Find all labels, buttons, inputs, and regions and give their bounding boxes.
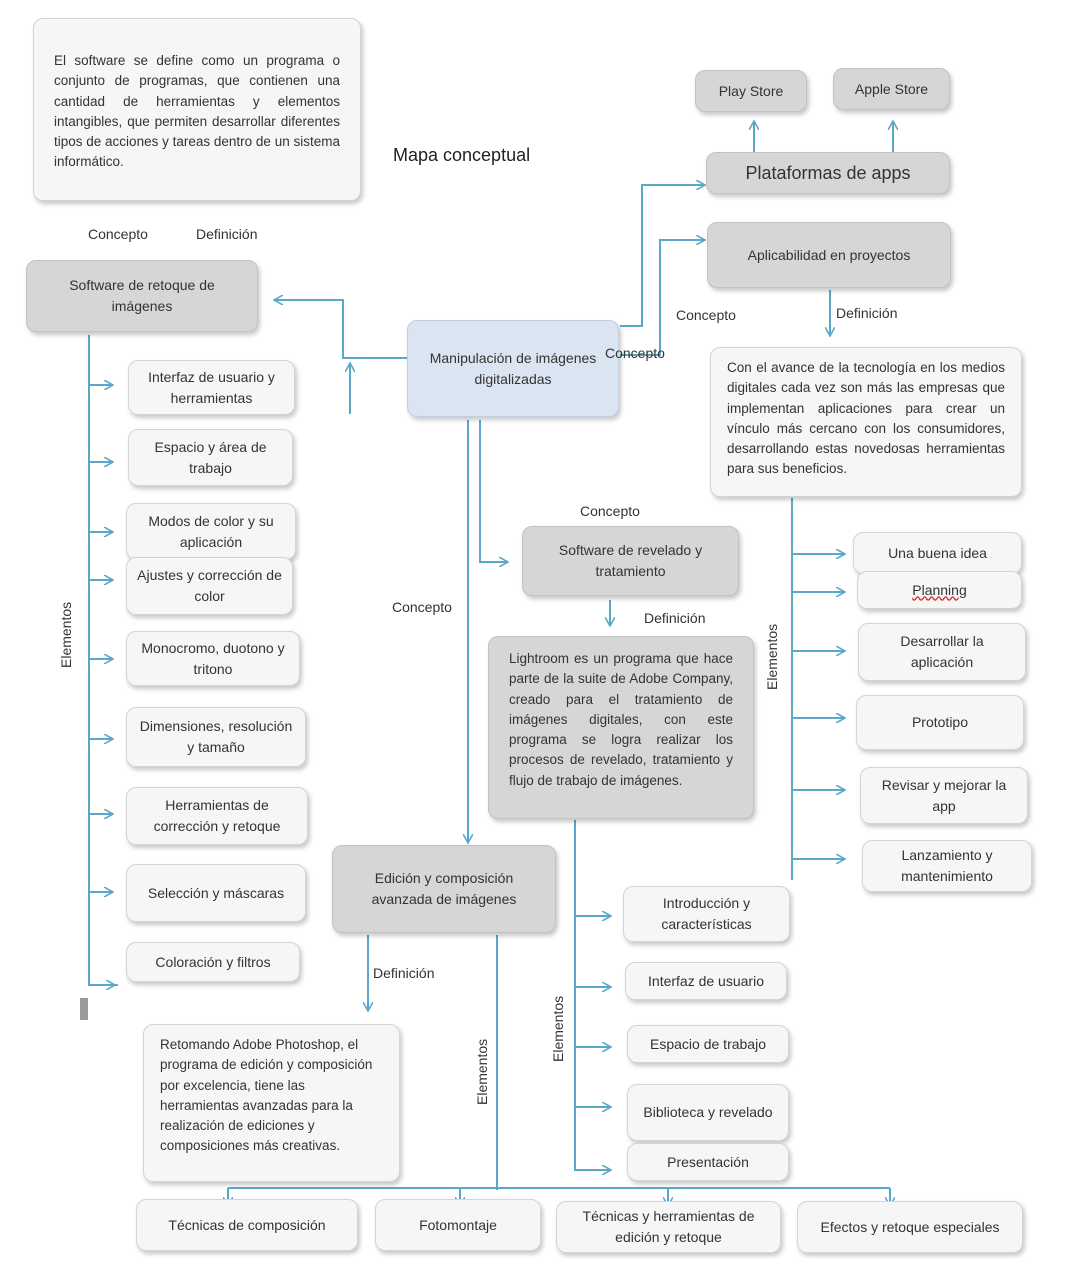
label-concepto-top: Concepto bbox=[88, 226, 148, 242]
label-definicion-develop: Definición bbox=[644, 610, 706, 626]
retouch-element-label: Ajustes y corrección de color bbox=[137, 567, 282, 604]
applicability-definition-text: Con el avance de la tecnología en los me… bbox=[727, 360, 1005, 477]
develop-software-box: Software de revelado y tratamiento bbox=[522, 526, 739, 596]
store-box-play: Play Store bbox=[695, 70, 807, 112]
retouch-element-9: Coloración y filtros bbox=[126, 942, 300, 982]
retouch-element-6: Dimensiones, resolución y tamaño bbox=[126, 707, 306, 767]
advanced-editing-label: Edición y composición avanzada de imágen… bbox=[371, 870, 517, 907]
app-element-5: Revisar y mejorar la app bbox=[860, 767, 1028, 824]
retouch-element-4: Ajustes y corrección de color bbox=[126, 557, 293, 615]
retouch-element-3: Modos de color y su aplicación bbox=[126, 503, 296, 560]
label-elementos-right: Elementos bbox=[764, 623, 780, 690]
label-concepto-center: Concepto bbox=[605, 345, 665, 361]
retouch-element-label: Interfaz de usuario y herramientas bbox=[148, 368, 275, 406]
label-concepto-applicability: Concepto bbox=[676, 307, 736, 323]
label-definicion-top: Definición bbox=[196, 226, 258, 242]
editing-definition-text: Retomando Adobe Photoshop, el programa d… bbox=[160, 1037, 373, 1154]
retouch-element-7: Herramientas de corrección y retoque bbox=[126, 787, 308, 845]
app-element-6: Lanzamiento y mantenimiento bbox=[862, 840, 1032, 892]
develop-element-3: Espacio de trabajo bbox=[627, 1025, 789, 1063]
retouch-software-box: Software de retoque de imágenes bbox=[26, 260, 258, 332]
editing-element-3: Técnicas y herramientas de edición y ret… bbox=[556, 1201, 781, 1253]
retouch-element-label: Coloración y filtros bbox=[155, 953, 271, 970]
software-definition-box: El software se define como un programa o… bbox=[33, 18, 361, 201]
app-element-1: Una buena idea bbox=[853, 532, 1022, 574]
store-label: Play Store bbox=[718, 82, 784, 99]
editing-element-label: Fotomontaje bbox=[419, 1216, 497, 1233]
develop-element-label: Espacio de trabajo bbox=[650, 1035, 766, 1052]
store-box-apple: Apple Store bbox=[833, 68, 950, 110]
page-title: Mapa conceptual bbox=[393, 145, 531, 165]
develop-element-label: Introducción y características bbox=[661, 895, 752, 932]
app-element-label: Planning bbox=[912, 581, 967, 598]
platforms-box: Plataformas de apps bbox=[706, 152, 950, 194]
label-concepto-develop: Concepto bbox=[580, 503, 640, 519]
label-concepto-editing: Concepto bbox=[392, 599, 452, 615]
editing-element-1: Técnicas de composición bbox=[136, 1199, 358, 1251]
platforms-label: Plataformas de apps bbox=[745, 162, 911, 183]
retouch-element-label: Modos de color y su aplicación bbox=[148, 512, 274, 550]
editing-element-4: Efectos y retoque especiales bbox=[797, 1201, 1023, 1253]
label-elementos-develop: Elementos bbox=[550, 995, 566, 1062]
retouch-element-label: Selección y máscaras bbox=[147, 884, 285, 901]
software-definition-text: El software se define como un programa o… bbox=[54, 53, 340, 170]
applicability-box: Aplicabilidad en proyectos bbox=[707, 222, 951, 288]
develop-element-label: Biblioteca y revelado bbox=[643, 1104, 773, 1120]
retouch-element-8: Selección y máscaras bbox=[126, 864, 306, 922]
develop-element-label: Interfaz de usuario bbox=[648, 972, 764, 989]
applicability-label: Aplicabilidad en proyectos bbox=[747, 246, 911, 263]
editing-element-label: Efectos y retoque especiales bbox=[820, 1218, 1000, 1235]
editing-definition-box: Retomando Adobe Photoshop, el programa d… bbox=[143, 1024, 400, 1182]
app-element-label: Una buena idea bbox=[888, 544, 987, 561]
applicability-definition-box: Con el avance de la tecnología en los me… bbox=[710, 347, 1022, 497]
retouch-element-1: Interfaz de usuario y herramientas bbox=[128, 360, 295, 415]
retouch-element-label: Monocromo, duotono y tritono bbox=[141, 639, 285, 677]
advanced-editing-box: Edición y composición avanzada de imágen… bbox=[332, 845, 556, 933]
develop-element-1: Introducción y características bbox=[623, 886, 790, 942]
app-element-label: Revisar y mejorar la app bbox=[881, 776, 1007, 814]
develop-definition-box: Lightroom es un programa que hace parte … bbox=[488, 636, 754, 819]
app-element-3: Desarrollar la aplicación bbox=[858, 623, 1026, 681]
retouch-element-label: Dimensiones, resolución y tamaño bbox=[139, 718, 293, 755]
retouch-software-label: Software de retoque de imágenes bbox=[69, 277, 215, 314]
store-label: Apple Store bbox=[854, 80, 929, 97]
label-elementos-editing: Elementos bbox=[474, 1038, 490, 1105]
app-element-2: Planning bbox=[857, 571, 1022, 609]
app-element-label: Prototipo bbox=[911, 714, 969, 730]
editing-element-label: Técnicas y herramientas de edición y ret… bbox=[582, 1208, 755, 1245]
app-element-label: Lanzamiento y mantenimiento bbox=[901, 847, 993, 884]
develop-element-4: Biblioteca y revelado bbox=[627, 1084, 789, 1141]
retouch-element-label: Espacio y área de trabajo bbox=[154, 438, 267, 476]
develop-software-label: Software de revelado y tratamiento bbox=[558, 542, 703, 579]
label-elementos-left: Elementos bbox=[58, 601, 74, 668]
center-topic-box: Manipulación de imágenes digitalizadas bbox=[407, 320, 619, 417]
develop-element-2: Interfaz de usuario bbox=[625, 962, 787, 1000]
app-element-4: Prototipo bbox=[856, 695, 1024, 750]
label-definicion-applicability: Definición bbox=[836, 305, 898, 321]
develop-element-label: Presentación bbox=[667, 1153, 749, 1170]
app-element-label: Desarrollar la aplicación bbox=[900, 633, 984, 670]
label-definicion-editing: Definición bbox=[373, 965, 435, 981]
develop-definition-text: Lightroom es un programa que hace parte … bbox=[509, 651, 733, 788]
editing-element-2: Fotomontaje bbox=[375, 1199, 541, 1251]
retouch-element-5: Monocromo, duotono y tritono bbox=[126, 631, 300, 686]
center-topic-label: Manipulación de imágenes digitalizadas bbox=[429, 349, 597, 387]
develop-element-5: Presentación bbox=[627, 1143, 789, 1181]
retouch-element-2: Espacio y área de trabajo bbox=[128, 429, 293, 486]
retouch-element-label: Herramientas de corrección y retoque bbox=[153, 797, 281, 834]
editing-element-label: Técnicas de composición bbox=[168, 1216, 326, 1233]
